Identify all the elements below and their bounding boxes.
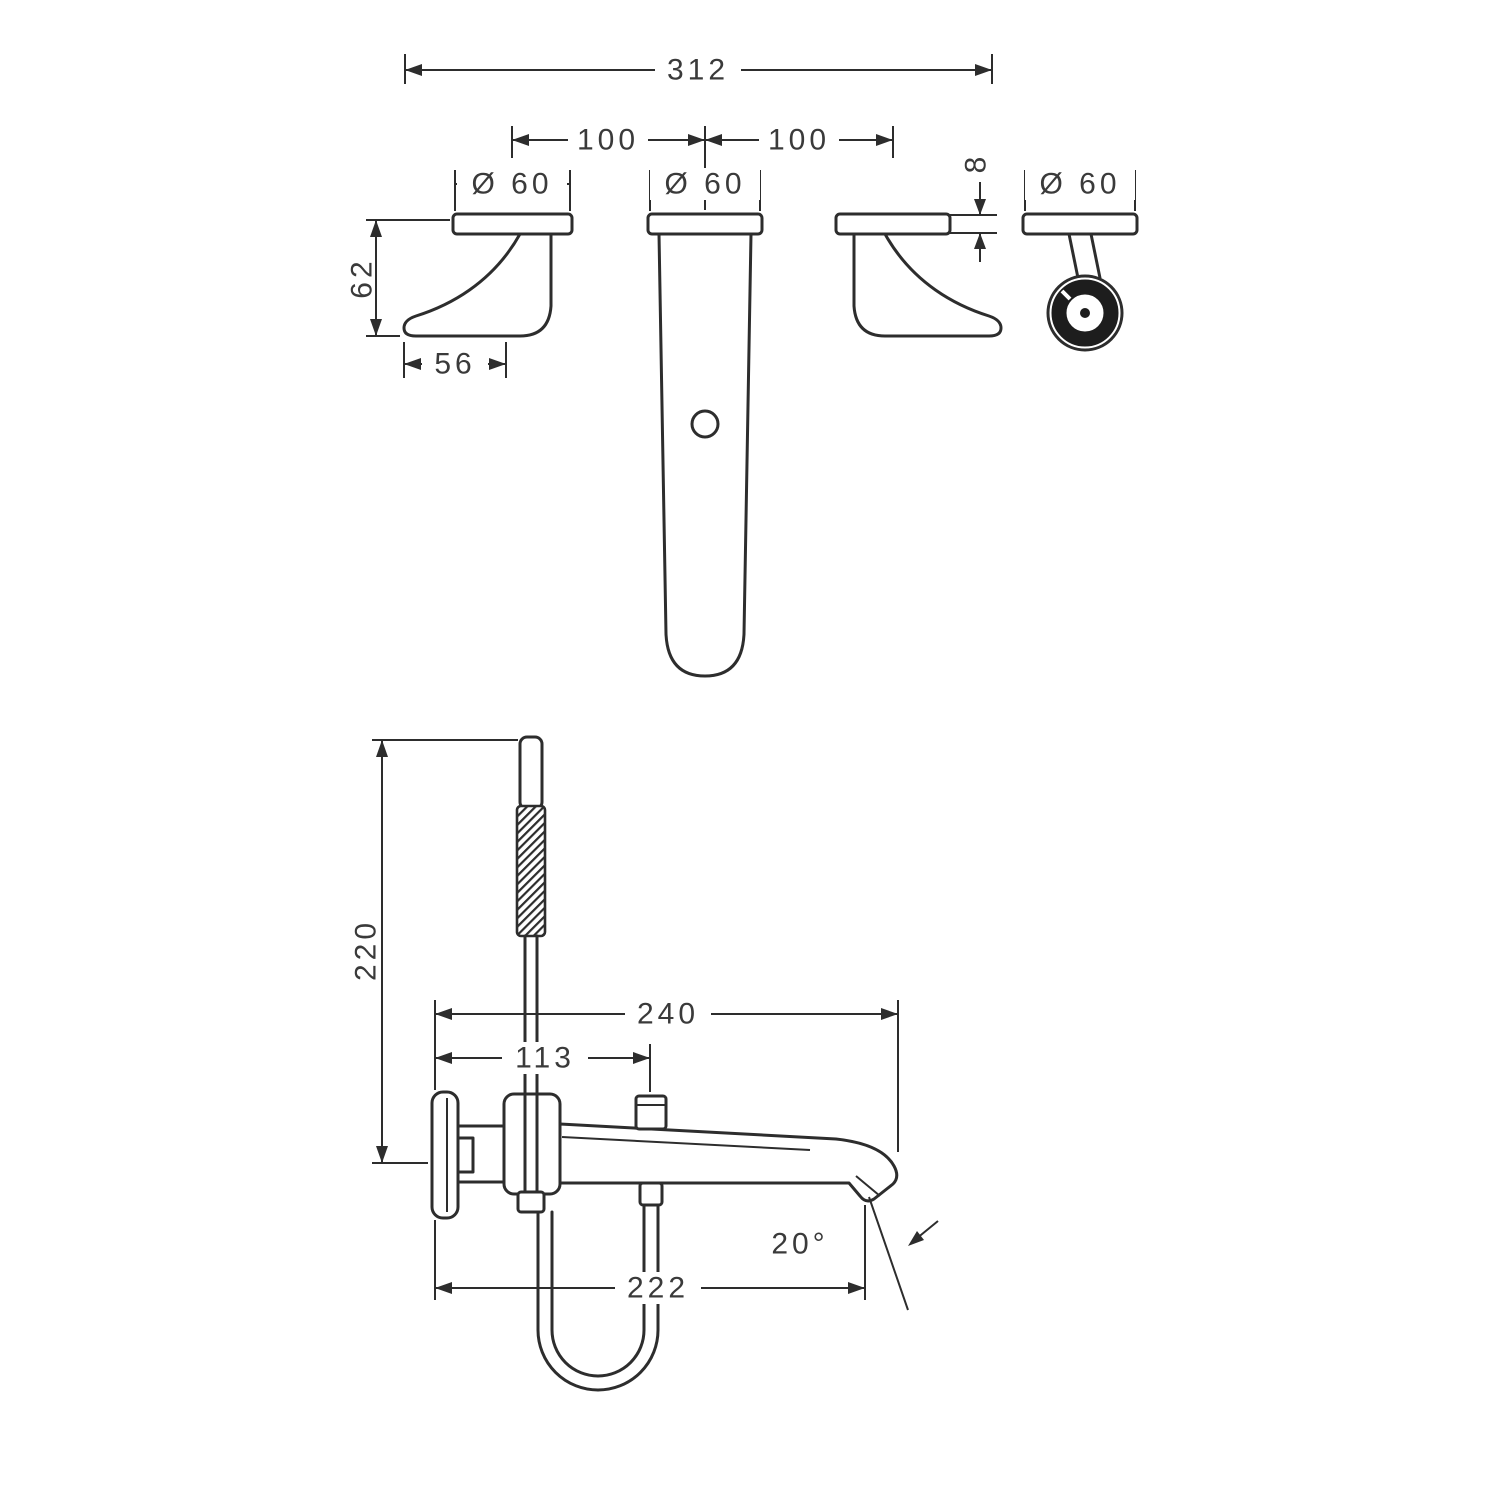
front-view [402, 212, 1139, 678]
handshower-head [518, 735, 544, 811]
hose-connector-left [516, 1190, 546, 1214]
dim-handle-height-label: 62 [346, 257, 379, 298]
handshower-grip [515, 804, 547, 938]
dim-left-spacing-label: 100 [577, 124, 639, 157]
dim-spout-angle-label: 20° [771, 1228, 828, 1261]
dim-plate-thickness-label: 8 [960, 153, 993, 174]
dim-left-handle-diameter-label: Ø 60 [471, 168, 552, 201]
dim-diverter-offset-label: 113 [515, 1042, 575, 1075]
wall-plate [430, 1090, 460, 1220]
dimension-labels: 312 100 100 Ø 60 Ø 60 Ø 60 8 62 56 220 2… [346, 54, 1135, 1305]
side-handle-stem [1067, 232, 1080, 280]
side-view-assembly [430, 735, 899, 1392]
dim-spout-reach-label: 240 [637, 998, 699, 1031]
side-view-escutcheon [1021, 212, 1139, 236]
left-handle-escutcheon [451, 212, 574, 236]
dim-valve-diameter-label: Ø 60 [1039, 168, 1120, 201]
dim-right-spacing-label: 100 [768, 124, 830, 157]
dim-handle-depth-label: 56 [434, 348, 475, 381]
angle-indication [868, 1196, 939, 1311]
right-handle-escutcheon [834, 212, 952, 236]
dim-shower-height-label: 220 [350, 919, 383, 981]
dim-tip-reach-label: 222 [627, 1272, 689, 1305]
handshower-holder [502, 1092, 562, 1196]
shower-hose [536, 1203, 660, 1392]
spout-escutcheon [646, 212, 764, 236]
dim-overall-width-label: 312 [667, 54, 729, 87]
hose-connector-right [638, 1181, 664, 1207]
spout-angle-line [868, 1196, 909, 1311]
left-handle [402, 232, 553, 338]
spout-button [690, 409, 720, 439]
wall-spout-body [657, 232, 753, 678]
knob-center-dot [1080, 308, 1090, 318]
bath-spout-body [558, 1122, 899, 1203]
diverter-knob [634, 1094, 668, 1131]
right-handle [852, 232, 1003, 338]
knob-ring [1051, 279, 1119, 347]
dim-spout-diameter-label: Ø 60 [664, 168, 745, 201]
spout-outlet [855, 1175, 881, 1197]
